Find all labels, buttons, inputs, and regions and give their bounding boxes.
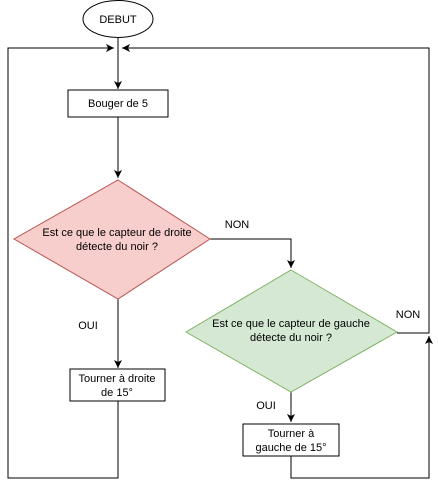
connectors: [7, 38, 433, 479]
start-node: DEBUT: [82, 0, 154, 38]
turn-right-node: Tourner à droite de 15°: [69, 368, 166, 402]
turn-left-node: Tourner à gauche de 15°: [242, 423, 340, 457]
edge-turn-left-loop: [290, 336, 433, 479]
check-right-decision: Est ce que le capteur de droite détecte …: [12, 179, 211, 300]
move-node: Bouger de 5: [67, 89, 169, 118]
turn-left-line1: Tourner à: [268, 428, 315, 440]
edge-check-right-no: [210, 238, 295, 268]
edge-label-right-no: NON: [225, 219, 250, 231]
edge-turn-right-loop: [7, 44, 119, 479]
turn-right-line2: de 15°: [101, 387, 133, 399]
check-right-line2: détecte du noir ?: [76, 241, 158, 253]
check-left-line1: Est ce que le capteur de gauche: [212, 318, 370, 330]
edge-label-right-yes: OUI: [78, 320, 98, 332]
check-left-line2: détecte du noir ?: [250, 332, 332, 344]
edge-label-left-yes: OUI: [256, 400, 276, 412]
edge-label-left-no: NON: [396, 309, 421, 321]
edge-check-left-no: [122, 44, 430, 334]
start-label: DEBUT: [99, 14, 137, 26]
check-left-decision: Est ce que le capteur de gauche détecte …: [185, 269, 399, 393]
turn-left-line2: gauche de 15°: [255, 442, 326, 454]
turn-right-line1: Tourner à droite: [78, 373, 155, 385]
check-right-line1: Est ce que le capteur de droite: [42, 227, 191, 239]
move-label: Bouger de 5: [88, 98, 148, 110]
